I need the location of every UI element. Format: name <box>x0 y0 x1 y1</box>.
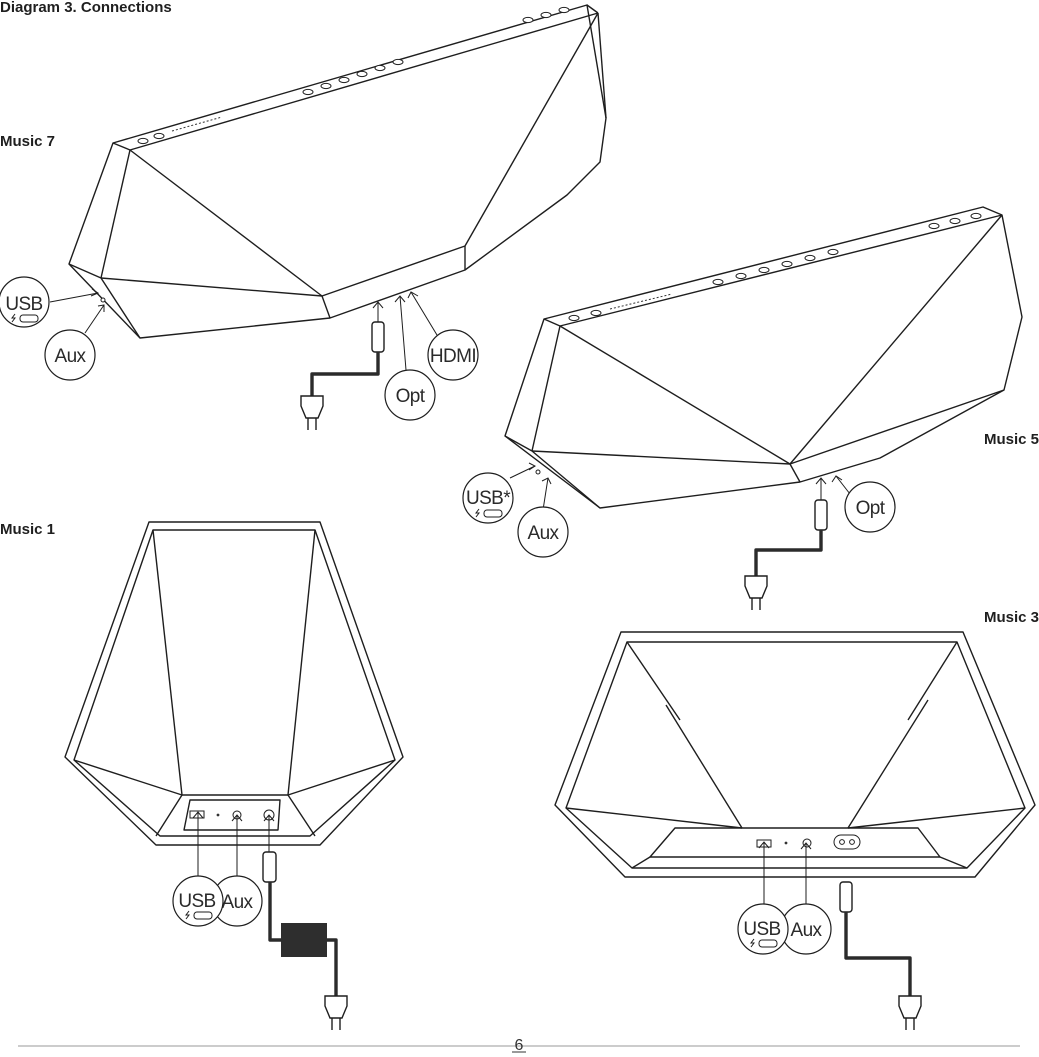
music7-opt-label: Opt <box>396 386 426 407</box>
music7-usb-label: USB <box>5 294 42 315</box>
music5-opt-label: Opt <box>856 498 886 519</box>
music5-speaker <box>504 206 1023 509</box>
music5-aux-callout: Aux <box>517 506 569 558</box>
music7-label: Music 7 <box>0 133 55 150</box>
music1-connectors <box>192 811 348 1031</box>
music7-opt-callout: Opt <box>384 369 436 421</box>
music5-connectors <box>509 462 851 611</box>
music5-opt-callout: Opt <box>844 481 896 533</box>
music1-speaker <box>64 521 404 846</box>
music3-speaker <box>554 631 1036 878</box>
music3-usb-label: USB <box>743 919 780 940</box>
music7-hdmi-label: HDMI <box>430 346 476 367</box>
music3-aux-callout: Aux <box>780 903 832 955</box>
music7-usb-callout: USB <box>0 276 50 328</box>
music7-aux-label: Aux <box>55 346 87 367</box>
music1-usb-callout: USB <box>172 875 224 927</box>
music3-label: Music 3 <box>984 609 1039 626</box>
music5-usb-label: USB* <box>466 488 511 509</box>
music5-aux-label: Aux <box>528 523 560 544</box>
music3-aux-label: Aux <box>791 920 823 941</box>
diagram-title: Diagram 3. Connections <box>0 0 172 16</box>
music1-usb-label: USB <box>178 891 215 912</box>
music3-usb-callout: USB <box>737 903 789 955</box>
music7-connectors <box>49 288 441 431</box>
music1-label: Music 1 <box>0 521 55 538</box>
page-number: 6 <box>515 1037 524 1054</box>
music7-aux-callout: Aux <box>44 329 96 381</box>
music5-label: Music 5 <box>984 431 1039 448</box>
music1-aux-label: Aux <box>222 892 254 913</box>
music7-speaker <box>68 4 607 339</box>
music5-usb-callout: USB* <box>462 472 514 524</box>
music7-hdmi-callout: HDMI <box>427 329 479 381</box>
music3-connectors <box>758 841 922 1031</box>
